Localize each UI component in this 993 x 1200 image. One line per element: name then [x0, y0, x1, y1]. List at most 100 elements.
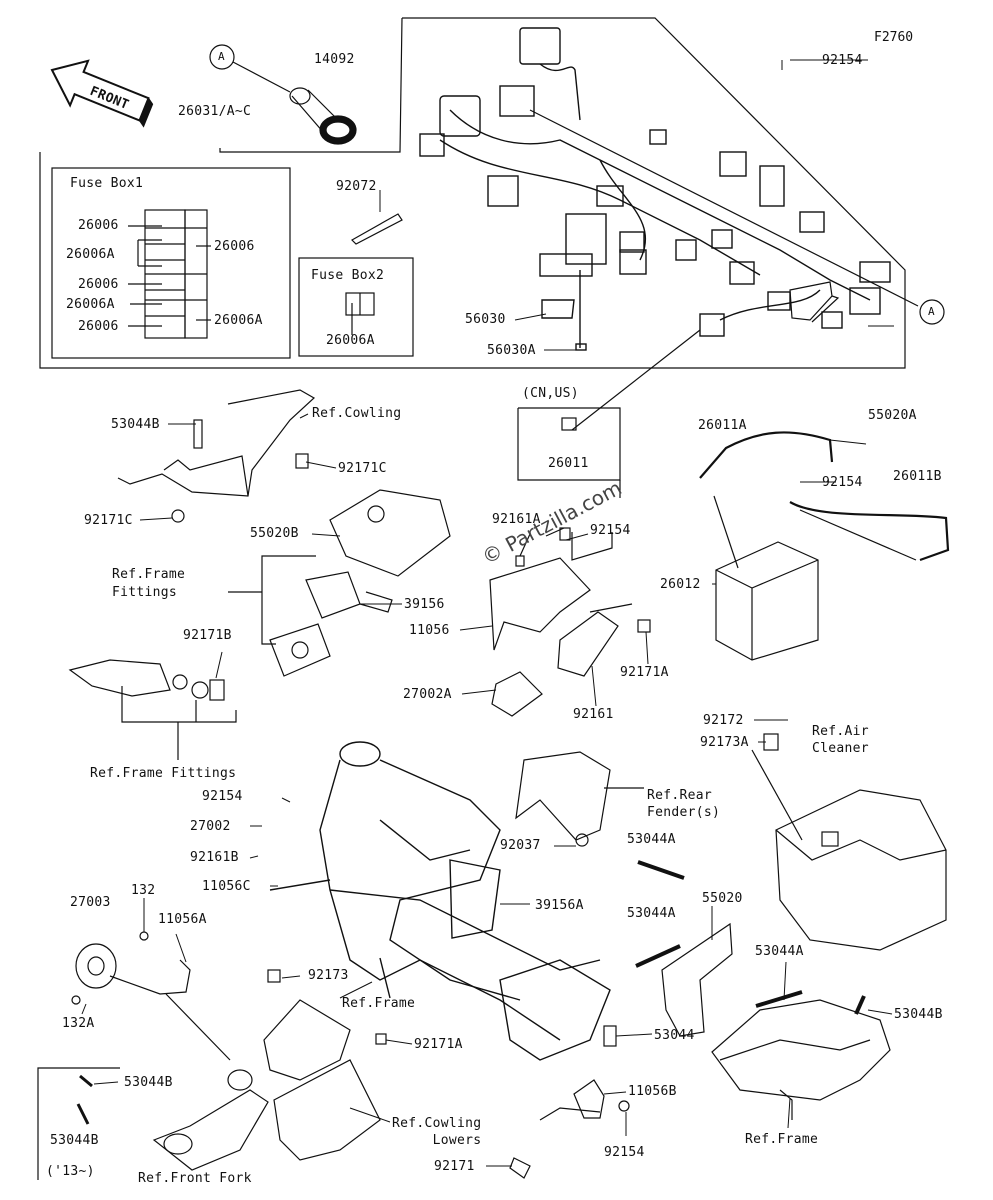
air-cleaner-drawing: [751, 733, 947, 951]
diagram-code: F2760: [874, 30, 914, 45]
part-53044b-right: 53044B: [894, 1007, 943, 1022]
fuse-26006a-2: 26006A: [66, 297, 115, 312]
part-132a: 132A: [62, 1016, 95, 1031]
front-arrow-icon: [50, 59, 154, 128]
part-92171b: 92171B: [183, 628, 232, 643]
part-92161a: 92161A: [492, 512, 541, 527]
part-92161b: 92161B: [190, 850, 239, 865]
fuse-26006-3: 26006: [78, 319, 119, 334]
part-53044b-box1: 53044B: [124, 1075, 173, 1090]
part-92161: 92161: [573, 707, 614, 722]
part-55020b: 55020B: [250, 526, 299, 541]
ref-cowling: Ref.Cowling: [312, 406, 402, 421]
part-92172: 92172: [703, 713, 744, 728]
ref-a-label-top: A: [218, 50, 225, 63]
part-53044a-3: 53044A: [755, 944, 804, 959]
frame-fittings-top: [228, 555, 393, 677]
part-26031: 26031/A~C: [178, 104, 252, 119]
leader-lines: [81, 59, 894, 1167]
part-26011: 26011: [548, 456, 589, 471]
ref-frame-mid: Ref.Frame: [342, 996, 416, 1011]
part-27002: 27002: [190, 819, 231, 834]
part-11056: 11056: [409, 623, 450, 638]
fuse-box2-frame: [298, 257, 414, 357]
part-11056b: 11056B: [628, 1084, 677, 1099]
part-92154-bottom: 92154: [604, 1145, 645, 1160]
part-14092: 14092: [314, 52, 355, 67]
part-92173: 92173: [308, 968, 349, 983]
part-92037: 92037: [500, 838, 541, 853]
battery-cable-26011b: [789, 501, 950, 562]
part-53044: 53044: [654, 1028, 695, 1043]
part-56030a: 56030A: [487, 343, 536, 358]
fuse-box1-frame: [51, 167, 291, 359]
part-92154-top: 92154: [822, 53, 863, 68]
part-92154-left: 92154: [202, 789, 243, 804]
ecu-bracket: [489, 527, 651, 717]
fuse-26006a-right: 26006A: [214, 313, 263, 328]
part-26011b: 26011B: [893, 469, 942, 484]
fuse-26006a-1: 26006A: [66, 247, 115, 262]
part-92154-battery: 92154: [822, 475, 863, 490]
fuse-box2-title: Fuse Box2: [311, 268, 385, 283]
battery-part: [715, 541, 819, 661]
rear-frame-drawing: [711, 999, 891, 1120]
ref-front-fork: Ref.Front Fork: [138, 1171, 252, 1186]
strip-53044a-1: [637, 860, 685, 880]
cowling-lower-bracket: [263, 969, 387, 1161]
part-11056c: 11056C: [202, 879, 251, 894]
cover-55020b: [329, 489, 451, 577]
part-92154-mid: 92154: [590, 523, 631, 538]
harness-enclosure-top-right: [402, 17, 906, 310]
cable-tie-part: [351, 213, 403, 245]
ref-rear-fenders: Ref.Rear Fender(s): [647, 788, 721, 820]
cowling-bracket: [117, 389, 316, 523]
strip-53044a-3: [755, 990, 803, 1008]
part-92171: 92171: [434, 1159, 475, 1174]
wiring-harness-drawing: [419, 27, 891, 351]
part-92171c-left: 92171C: [84, 513, 133, 528]
part-92171c-right: 92171C: [338, 461, 387, 476]
ref-frame-fittings-bottom: Ref.Frame Fittings: [90, 766, 237, 781]
fuse-26006-right: 26006: [214, 239, 255, 254]
part-39156: 39156: [404, 597, 445, 612]
rubber-cap-part: [289, 87, 357, 145]
part-132: 132: [131, 883, 156, 898]
bracket-92171b: [68, 659, 237, 760]
cover-55020: [661, 922, 733, 1037]
ref-frame-fittings-top: Ref.Frame Fittings: [112, 567, 186, 600]
harness-enclosure-top: [219, 17, 403, 153]
fuse-box2-fuse-icon: [345, 292, 375, 335]
horn-drawing: [71, 931, 231, 1061]
part-26012: 26012: [660, 577, 701, 592]
part-92171a-low: 92171A: [414, 1037, 463, 1052]
main-frame-drawing: [269, 741, 611, 1061]
ref-a-marker-top: [209, 44, 235, 70]
cover-55020a: [789, 281, 840, 323]
part-55020: 55020: [702, 891, 743, 906]
part-92072: 92072: [336, 179, 377, 194]
part-26011a: 26011A: [698, 418, 747, 433]
part-92171a-mid: 92171A: [620, 665, 669, 680]
part-53044a-1: 53044A: [627, 832, 676, 847]
part-11056a: 11056A: [158, 912, 207, 927]
battery-cable-26011a: [699, 431, 834, 479]
ref-a-label-right: A: [928, 305, 935, 318]
year-note: ('13~): [46, 1164, 95, 1179]
fuse-26006-2: 26006: [78, 277, 119, 292]
part-27003: 27003: [70, 895, 111, 910]
fuse-block-icon: [128, 209, 211, 339]
ref-cowling-lowers: Ref.Cowling Lowers: [392, 1116, 482, 1148]
ref-frame-right: Ref.Frame: [745, 1132, 819, 1147]
part-92173a: 92173A: [700, 735, 749, 750]
fuse-26006-1: 26006: [78, 218, 119, 233]
year-note-box: [37, 1067, 120, 1180]
fuse-box1-title: Fuse Box1: [70, 176, 144, 191]
part-27002a: 27002A: [403, 687, 452, 702]
ref-a-marker-right: [919, 299, 945, 325]
part-39156a: 39156A: [535, 898, 584, 913]
part-55020a: 55020A: [868, 408, 917, 423]
front-fork-clamp: [152, 1069, 269, 1171]
harness-enclosure-outline: [39, 152, 906, 369]
